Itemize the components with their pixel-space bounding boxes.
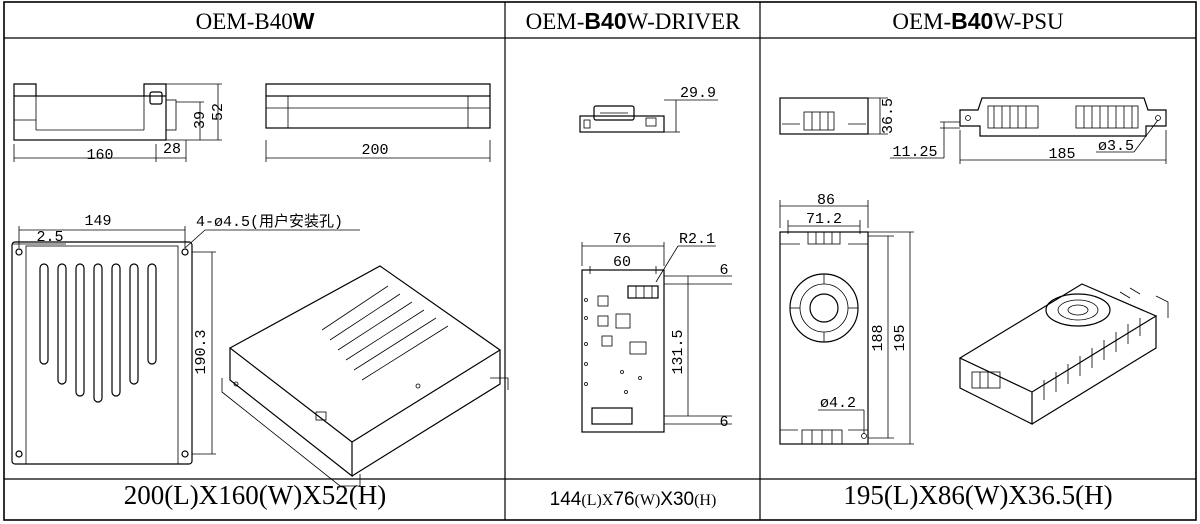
dim-col1-hole-height: 190.3 <box>193 329 210 374</box>
col3-iso-view <box>958 283 1169 425</box>
dim-col1-connector: 28 <box>163 141 181 158</box>
dim-col1-h2: 52 <box>210 103 227 121</box>
header-col1: OEM-B40W <box>196 8 315 34</box>
col1-top-view <box>11 226 360 465</box>
dim-col1-edge: 2.5 <box>36 229 63 246</box>
footer-col2: 144(L)X76(W)X30(H) <box>550 489 717 510</box>
dim-col1-length: 200 <box>361 142 388 159</box>
col1-side-view <box>13 83 222 162</box>
header-col2: OEM-B40W-DRIVER <box>526 8 741 34</box>
dim-col2-height: 29.9 <box>680 85 716 102</box>
dim-col3-height: 36.5 <box>880 98 897 134</box>
dim-col3-length: 185 <box>1048 146 1075 163</box>
dim-col1-holes: 4-ø4.5(用户安装孔) <box>196 213 343 231</box>
col3-front-view <box>890 97 1167 164</box>
dim-col3-hole: ø3.5 <box>1098 138 1134 155</box>
dim-col1-h1: 39 <box>192 111 209 129</box>
dim-col2-bottom: 6 <box>719 414 728 431</box>
dim-col2-inner: 60 <box>613 254 631 271</box>
col1-front-view <box>265 83 491 162</box>
dim-col2-top: 6 <box>719 262 728 279</box>
footer-col1: 200(L)X160(W)X52(H) <box>124 480 386 510</box>
col2-board-view <box>581 242 732 433</box>
dim-col2-radius: R2.1 <box>679 231 715 248</box>
dim-col1-hole-span: 149 <box>84 213 111 230</box>
dim-col1-width: 160 <box>86 147 113 164</box>
table-frame <box>3 1 1197 521</box>
header-col3: OEM-B40W-PSU <box>892 8 1064 34</box>
col2-side-view <box>579 99 718 133</box>
dim-col3-width: 86 <box>817 192 835 209</box>
dim-col3-offset: 11.25 <box>892 144 937 161</box>
dim-col3-fan-hole: ø4.2 <box>820 395 856 412</box>
dim-col2-width: 76 <box>613 231 631 248</box>
dim-col3-inner: 71.2 <box>806 211 842 228</box>
col1-iso-view <box>221 265 509 487</box>
col3-top-view <box>779 200 914 445</box>
dim-col3-h1: 188 <box>870 324 887 351</box>
dim-col2-span: 131.5 <box>670 329 687 374</box>
footer-col3: 195(L)X86(W)X36.5(H) <box>843 480 1112 510</box>
dim-col3-h2: 195 <box>892 324 909 351</box>
col3-side-view <box>779 97 888 135</box>
